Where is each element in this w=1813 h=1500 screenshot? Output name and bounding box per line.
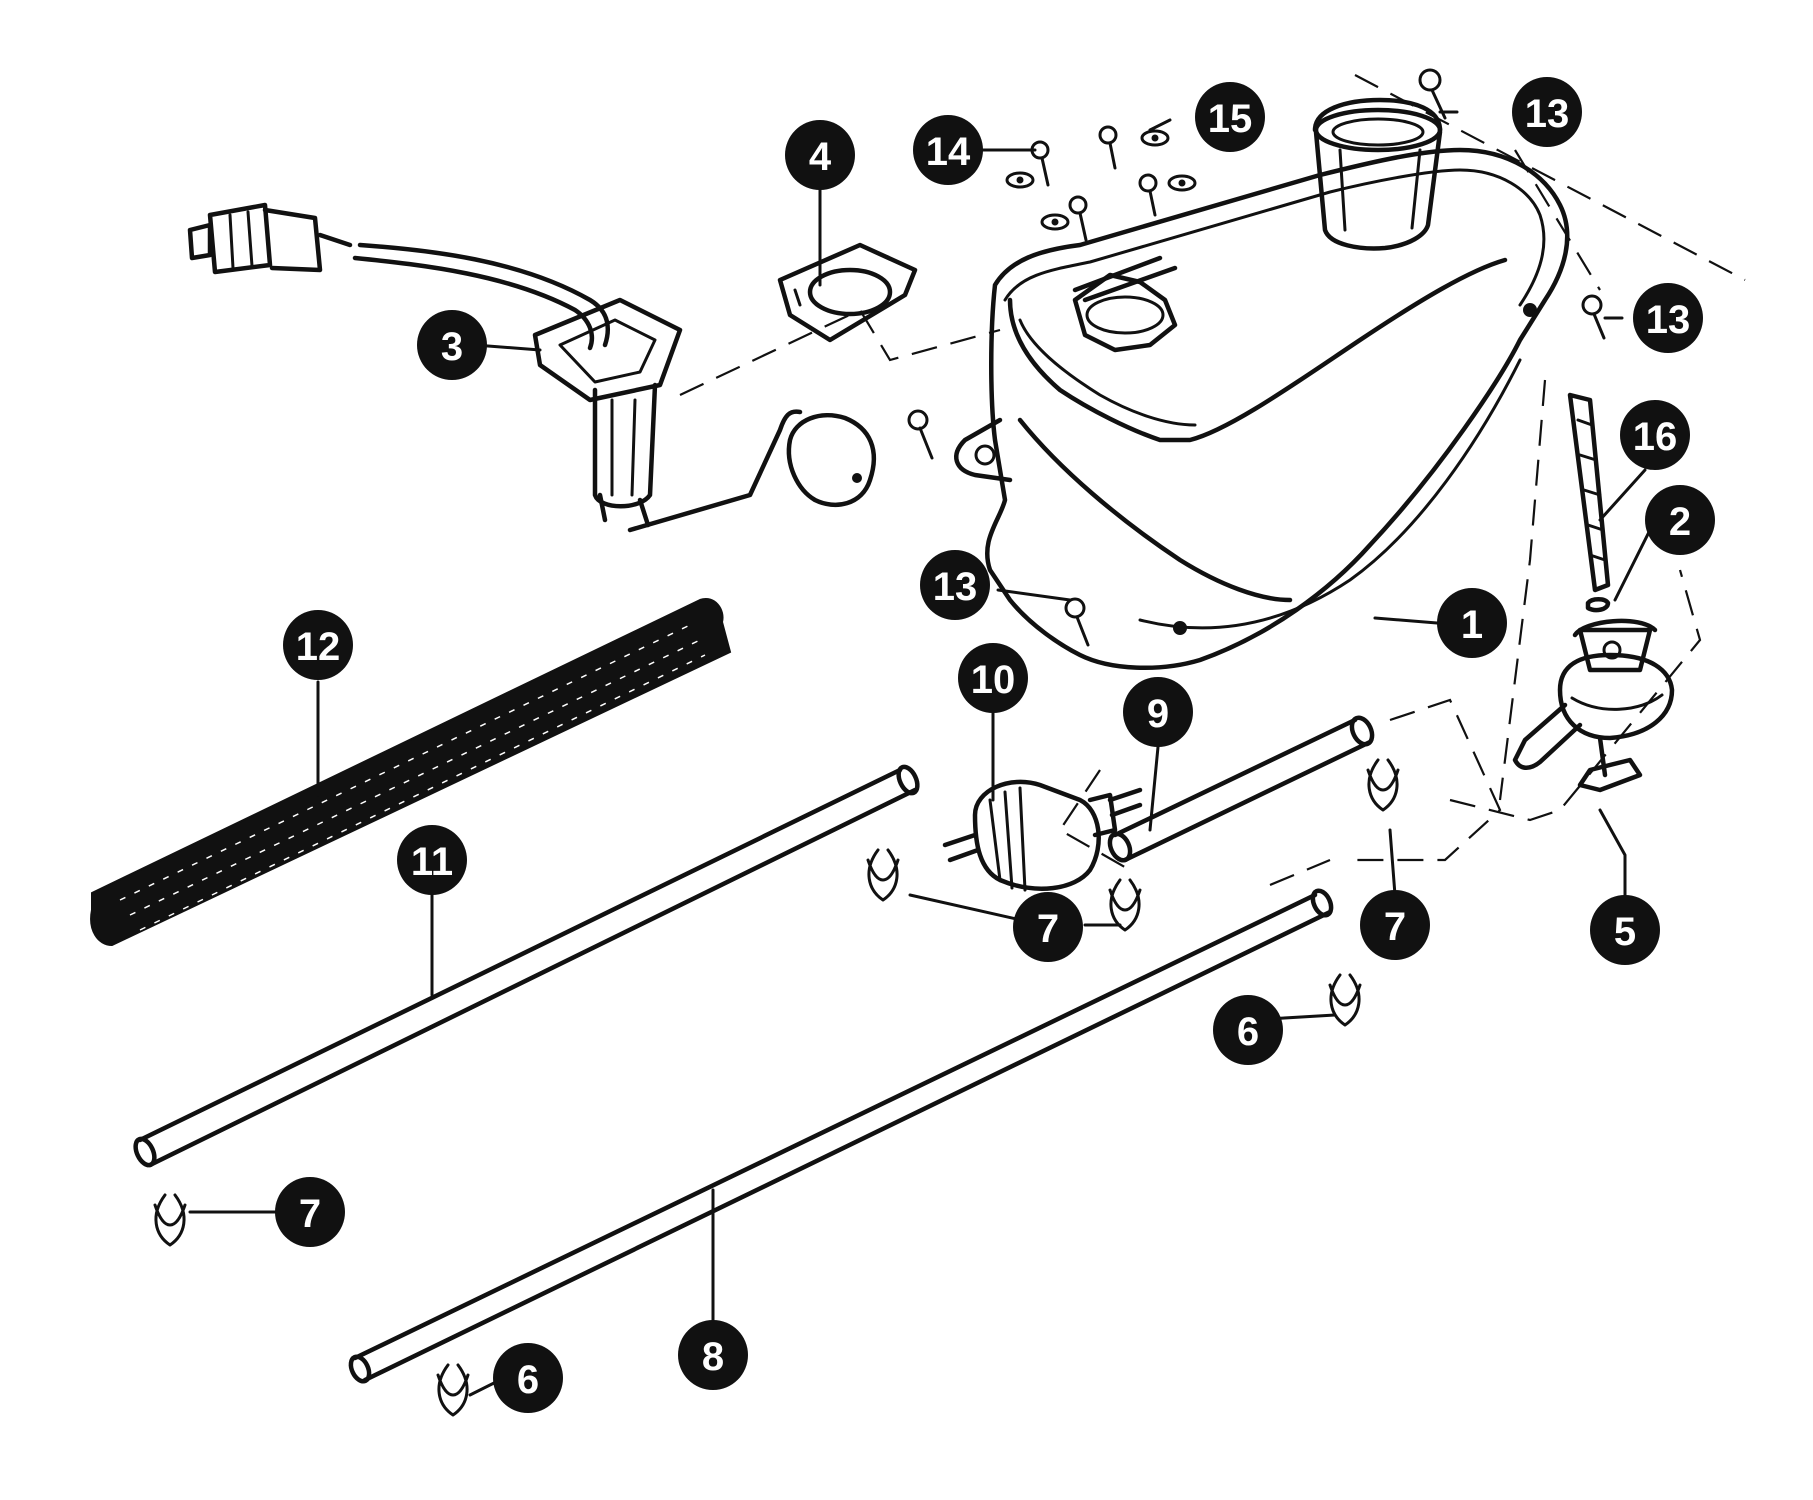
hose-8 <box>348 888 1334 1384</box>
callout-3: 3 <box>417 310 487 380</box>
svg-text:14: 14 <box>926 130 971 174</box>
svg-text:6: 6 <box>1237 1010 1259 1054</box>
svg-text:12: 12 <box>296 625 341 669</box>
svg-text:9: 9 <box>1147 692 1169 736</box>
callout-7-left: 7 <box>275 1177 345 1247</box>
assembly-dashed-lines <box>679 74 1746 887</box>
callout-7-right: 7 <box>1360 890 1430 960</box>
callout-13-middle: 13 <box>920 550 990 620</box>
svg-text:3: 3 <box>441 325 463 369</box>
svg-text:6: 6 <box>517 1358 539 1402</box>
svg-text:7: 7 <box>1384 905 1406 949</box>
clip-6-right <box>1328 973 1362 1027</box>
fuel-tank <box>954 97 1570 671</box>
gasket <box>777 242 918 343</box>
svg-text:4: 4 <box>809 135 832 179</box>
callout-15: 15 <box>1195 82 1265 152</box>
svg-text:7: 7 <box>299 1192 321 1236</box>
callout-11: 11 <box>397 825 467 895</box>
callout-7-middle: 7 <box>1013 892 1083 962</box>
svg-text:8: 8 <box>702 1335 724 1379</box>
callout-4: 4 <box>785 120 855 190</box>
svg-text:13: 13 <box>1525 92 1570 136</box>
callout-5: 5 <box>1590 895 1660 965</box>
svg-text:7: 7 <box>1037 907 1059 951</box>
strainer <box>1567 392 1611 593</box>
callout-16: 16 <box>1620 400 1690 470</box>
svg-text:13: 13 <box>933 565 978 609</box>
callout-9: 9 <box>1123 677 1193 747</box>
callout-8: 8 <box>678 1320 748 1390</box>
o-ring <box>1585 597 1611 613</box>
svg-text:10: 10 <box>971 658 1016 702</box>
callout-14: 14 <box>913 115 983 185</box>
clip-6-bottom <box>436 1363 470 1417</box>
hose-9 <box>1107 715 1375 863</box>
svg-text:15: 15 <box>1208 97 1253 141</box>
hose-clips <box>153 758 1400 1417</box>
clip-7-hose9 <box>1366 758 1400 812</box>
hose-long <box>133 764 920 1168</box>
callout-13-right: 13 <box>1633 283 1703 353</box>
callout-10: 10 <box>958 643 1028 713</box>
fuel-filter <box>942 779 1143 892</box>
callout-6-right: 6 <box>1213 995 1283 1065</box>
svg-text:2: 2 <box>1669 500 1691 544</box>
callout-2: 2 <box>1645 485 1715 555</box>
fuel-tap <box>1512 618 1675 793</box>
callout-13-top-right: 13 <box>1512 77 1582 147</box>
callout-1: 1 <box>1437 588 1507 658</box>
svg-text:11: 11 <box>411 840 453 884</box>
callout-12: 12 <box>283 610 353 680</box>
callouts: 1 2 3 4 5 6 6 7 <box>275 77 1715 1413</box>
protective-sleeve <box>90 598 732 947</box>
svg-text:16: 16 <box>1633 415 1678 459</box>
clip-7-filter-right <box>1108 878 1142 932</box>
fuel-level-sender <box>187 202 876 533</box>
svg-text:13: 13 <box>1646 298 1691 342</box>
svg-text:1: 1 <box>1461 603 1483 647</box>
clip-7-left <box>153 1193 187 1247</box>
callout-6-bottom: 6 <box>493 1343 563 1413</box>
clip-7-filter-left <box>866 848 900 902</box>
svg-text:5: 5 <box>1614 910 1636 954</box>
